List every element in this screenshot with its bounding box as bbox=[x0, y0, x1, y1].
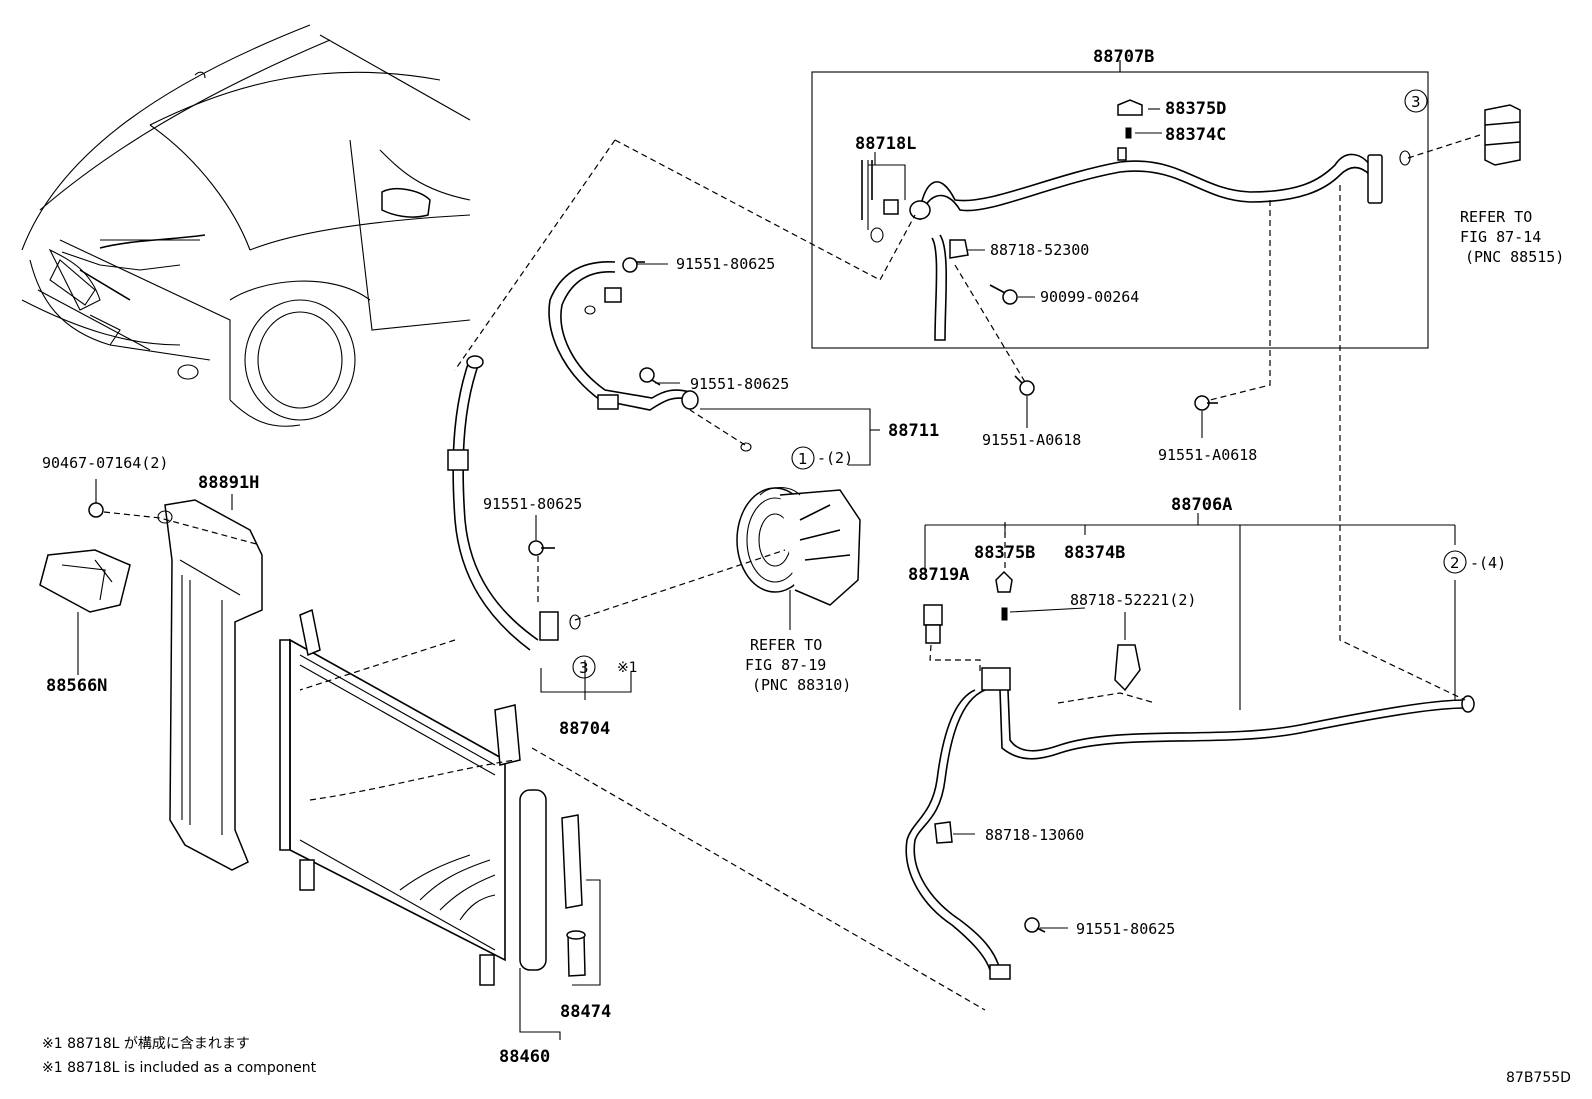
footnote-english: ※1 88718L is included as a component bbox=[42, 1060, 317, 1076]
label-90467-07164: 90467-07164(2) bbox=[42, 454, 168, 472]
cap-88375b bbox=[995, 570, 1013, 593]
circle-1-text: 1 bbox=[798, 450, 808, 468]
circle-3a-text: 3 bbox=[1411, 93, 1421, 111]
callout-circle-3-right: 3 bbox=[1404, 89, 1428, 113]
clamp-88718-52221 bbox=[1114, 644, 1141, 692]
hose-88704 bbox=[447, 355, 581, 651]
label-88375d: 88375D bbox=[1165, 99, 1226, 119]
label-refer-8719-line1: REFER TO bbox=[750, 636, 822, 654]
switch-88719a bbox=[923, 604, 943, 644]
duct-88566n bbox=[39, 549, 131, 613]
label-91551-80625-lower: 91551-80625 bbox=[1076, 920, 1175, 938]
label-91551-a0618-right: 91551-A0618 bbox=[1158, 446, 1257, 464]
clamp-88718-52300 bbox=[949, 239, 969, 259]
label-90099-00264: 90099-00264 bbox=[1040, 288, 1139, 306]
bolt-91551-80625-lower bbox=[1024, 917, 1046, 933]
footnote-japanese: ※1 88718L が構成に含まれます bbox=[42, 1036, 250, 1052]
cap-88375d bbox=[1117, 99, 1143, 116]
label-91551-80625-upper: 91551-80625 bbox=[676, 255, 775, 273]
label-qty-4: -(4) bbox=[1470, 554, 1506, 572]
label-88718-52300: 88718-52300 bbox=[990, 241, 1089, 259]
hose-88711 bbox=[548, 261, 699, 411]
clamp-88718l bbox=[861, 160, 899, 243]
bolt-91551-80625-left bbox=[528, 540, 555, 556]
dashed-guides bbox=[103, 134, 1481, 1011]
label-88711: 88711 bbox=[888, 421, 939, 441]
leader-lines bbox=[77, 60, 1456, 1040]
label-88718-52221: 88718-52221(2) bbox=[1070, 591, 1196, 609]
label-88707b: 88707B bbox=[1093, 47, 1154, 67]
label-88704: 88704 bbox=[559, 719, 610, 739]
receiver-88515 bbox=[1484, 104, 1521, 166]
vehicle-illustration bbox=[21, 24, 471, 427]
label-88718-13060: 88718-13060 bbox=[985, 826, 1084, 844]
label-88474: 88474 bbox=[560, 1002, 611, 1022]
label-refer-8714-line2: FIG 87-14 bbox=[1460, 228, 1541, 246]
label-refer-8714-line3: (PNC 88515) bbox=[1465, 248, 1564, 266]
label-88718l: 88718L bbox=[855, 134, 916, 154]
condenser-88460 bbox=[279, 608, 547, 986]
label-qty-2: -(2) bbox=[817, 449, 853, 467]
label-refer-8719-line3: (PNC 88310) bbox=[752, 676, 851, 694]
hose-88707b bbox=[909, 147, 1383, 341]
label-88375b: 88375B bbox=[974, 543, 1035, 563]
label-refer-8719-line2: FIG 87-19 bbox=[745, 656, 826, 674]
figure-id: 87B755D bbox=[1506, 1070, 1571, 1086]
circle-3b-text: 3 bbox=[579, 659, 589, 677]
bolt-91551-a0618-left bbox=[1014, 375, 1035, 396]
bolt-90099-00264 bbox=[989, 284, 1018, 305]
callout-circle-1: 1 bbox=[791, 446, 815, 470]
label-88719a: 88719A bbox=[908, 565, 969, 585]
label-91551-80625-mid: 91551-80625 bbox=[690, 375, 789, 393]
part-labels: 88707B 88375D 88374C 88718L 88718-52300 … bbox=[42, 47, 1571, 1086]
compressor-88310 bbox=[736, 486, 861, 606]
label-88706a: 88706A bbox=[1171, 495, 1232, 515]
label-ref-mark: ※1 bbox=[617, 660, 638, 676]
callout-circle-3-left: 3 bbox=[572, 655, 596, 679]
label-91551-80625-left: 91551-80625 bbox=[483, 495, 582, 513]
label-88891h: 88891H bbox=[198, 473, 259, 493]
bolt-91551-a0618-right bbox=[1194, 395, 1218, 411]
label-refer-8714-line1: REFER TO bbox=[1460, 208, 1532, 226]
label-88374b: 88374B bbox=[1064, 543, 1125, 563]
valve-core-88374c bbox=[1125, 127, 1132, 139]
label-88460: 88460 bbox=[499, 1047, 550, 1067]
circle-2-text: 2 bbox=[1450, 554, 1460, 572]
clamp-88718-13060 bbox=[934, 821, 953, 844]
valve-core-88374b bbox=[1001, 607, 1008, 621]
label-88374c: 88374C bbox=[1165, 125, 1226, 145]
desiccant-88474 bbox=[561, 814, 586, 977]
clip-90467-07164 bbox=[88, 502, 104, 518]
label-91551-a0618-left: 91551-A0618 bbox=[982, 431, 1081, 449]
pipe-88706a bbox=[905, 667, 1475, 980]
label-88566n: 88566N bbox=[46, 676, 107, 696]
callout-circle-2: 2 bbox=[1443, 550, 1467, 574]
seal-88891h bbox=[157, 499, 263, 871]
bolt-91551-80625-upper bbox=[622, 257, 645, 273]
